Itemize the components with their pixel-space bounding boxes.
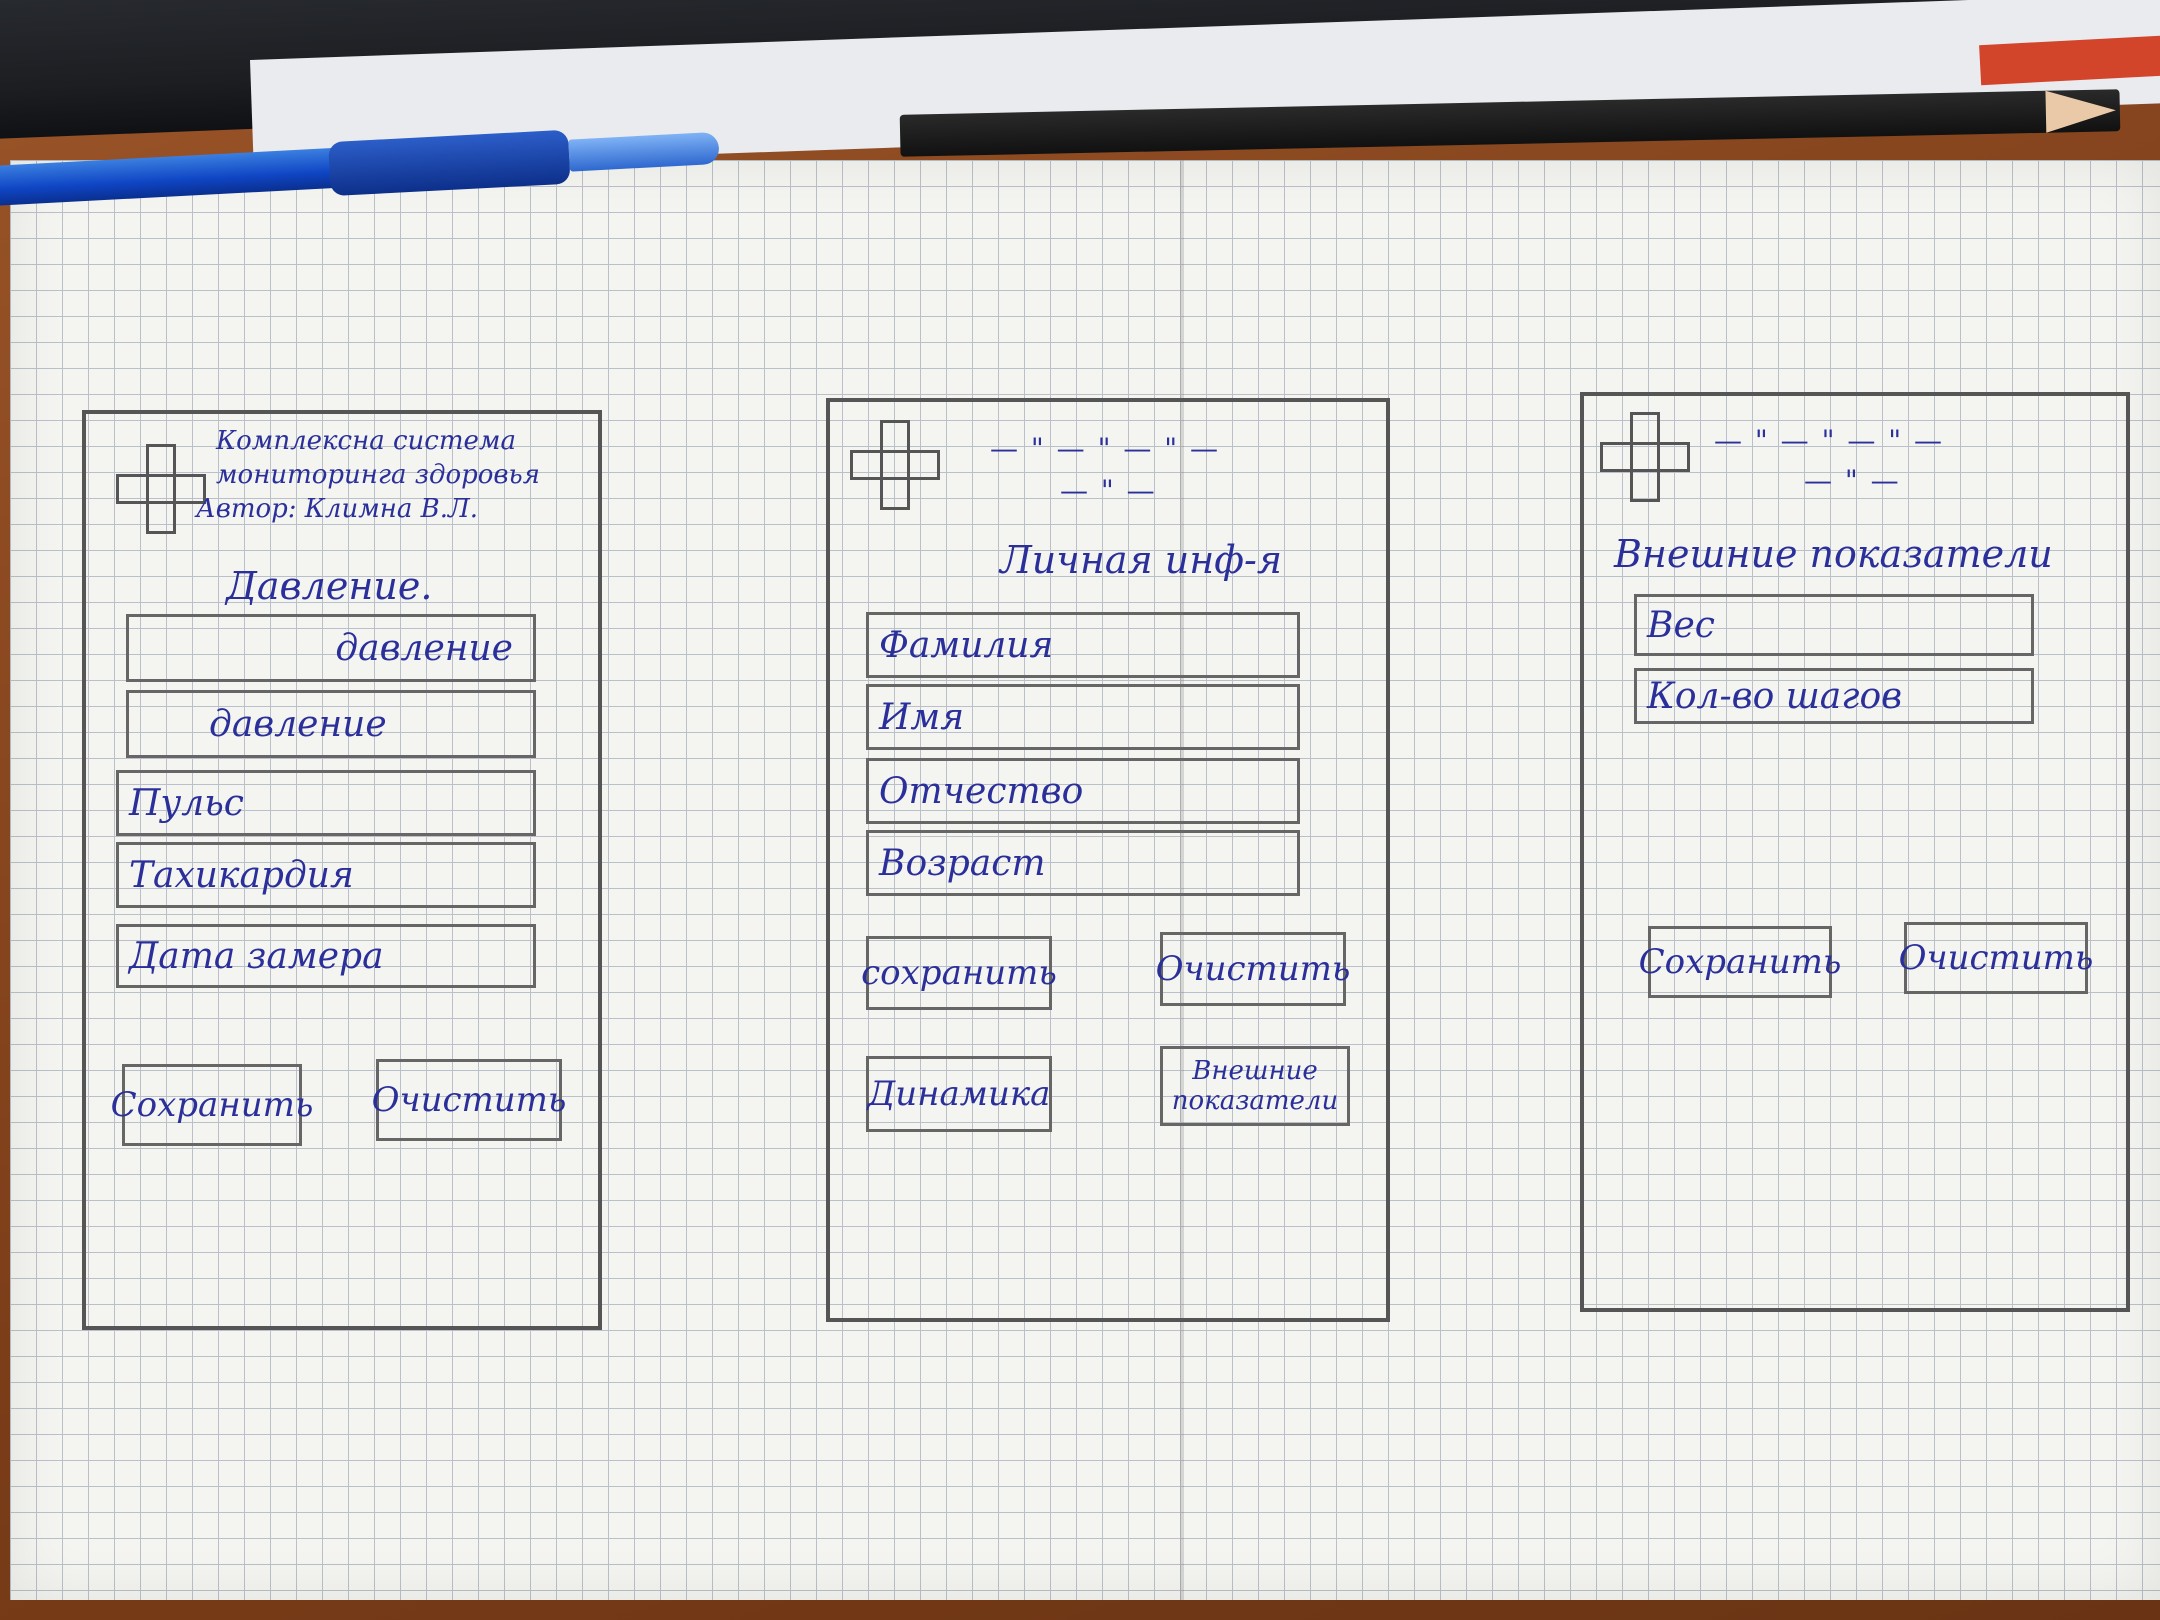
steps-count-field[interactable]: Кол-во шагов bbox=[1634, 668, 2034, 724]
name-field[interactable]: Имя bbox=[866, 684, 1300, 750]
tachycardia-field[interactable]: Тахикардия bbox=[116, 842, 536, 908]
header-placeholder: — " — bbox=[1804, 464, 1901, 497]
dynamics-button[interactable]: Динамика bbox=[866, 1056, 1052, 1132]
age-field[interactable]: Возраст bbox=[866, 830, 1300, 896]
header-placeholder: — " — " — " — bbox=[990, 432, 1221, 465]
field-label: Фамилия bbox=[879, 624, 1054, 666]
medical-cross-icon bbox=[116, 444, 206, 534]
measurement-date-field[interactable]: Дата замера bbox=[116, 924, 536, 988]
pulse-field[interactable]: Пульс bbox=[116, 770, 536, 836]
clear-button[interactable]: Очистить bbox=[1899, 922, 2093, 994]
field-label: Имя bbox=[879, 696, 965, 738]
external-indicators-button[interactable]: Внешние показатели bbox=[1160, 1046, 1350, 1126]
patronymic-field[interactable]: Отчество bbox=[866, 758, 1300, 824]
field-label: Тахикардия bbox=[129, 854, 354, 896]
field-label: Кол-во шагов bbox=[1647, 675, 1903, 717]
field-label: давление bbox=[335, 627, 513, 669]
app-header-line: мониторинга здоровья bbox=[216, 460, 540, 490]
lower-pressure-field[interactable]: давление bbox=[126, 690, 536, 758]
screen-pressure: Комплексна система мониторинга здоровья … bbox=[82, 410, 602, 1330]
screen-personal-info: — " — " — " — — " — Личная инф-я Фамилия… bbox=[826, 398, 1390, 1322]
surname-field[interactable]: Фамилия bbox=[866, 612, 1300, 678]
medical-cross-icon bbox=[850, 420, 940, 510]
screen-title: Давление. bbox=[226, 564, 433, 608]
clear-button[interactable]: Очистить bbox=[372, 1059, 566, 1141]
screen-title: Личная инф-я bbox=[1000, 538, 1282, 582]
save-button[interactable]: Сохранить bbox=[1639, 926, 1841, 998]
paper-fold bbox=[1180, 160, 1184, 1600]
medical-cross-icon bbox=[1600, 412, 1690, 502]
clear-button[interactable]: Очистить bbox=[1156, 932, 1350, 1006]
field-label: Возраст bbox=[879, 842, 1046, 884]
field-label: Вес bbox=[1647, 604, 1715, 646]
header-placeholder: — " — bbox=[1060, 474, 1157, 507]
upper-pressure-field[interactable]: давление bbox=[126, 614, 536, 682]
field-label: Отчество bbox=[879, 770, 1084, 812]
app-author-line: Автор: Климна В.Л. bbox=[196, 494, 479, 524]
header-placeholder: — " — " — " — bbox=[1714, 424, 1945, 457]
screen-title: Внешние показатели bbox=[1614, 532, 2053, 576]
save-button[interactable]: сохранить bbox=[861, 936, 1057, 1010]
screen-external-indicators: — " — " — " — — " — Внешние показатели В… bbox=[1580, 392, 2130, 1312]
app-header-line: Комплексна система bbox=[216, 426, 516, 456]
weight-field[interactable]: Вес bbox=[1634, 594, 2034, 656]
field-label: Дата замера bbox=[129, 935, 384, 977]
field-label: давление bbox=[209, 703, 387, 745]
field-label: Пульс bbox=[129, 782, 244, 824]
save-button[interactable]: Сохранить bbox=[111, 1064, 313, 1146]
